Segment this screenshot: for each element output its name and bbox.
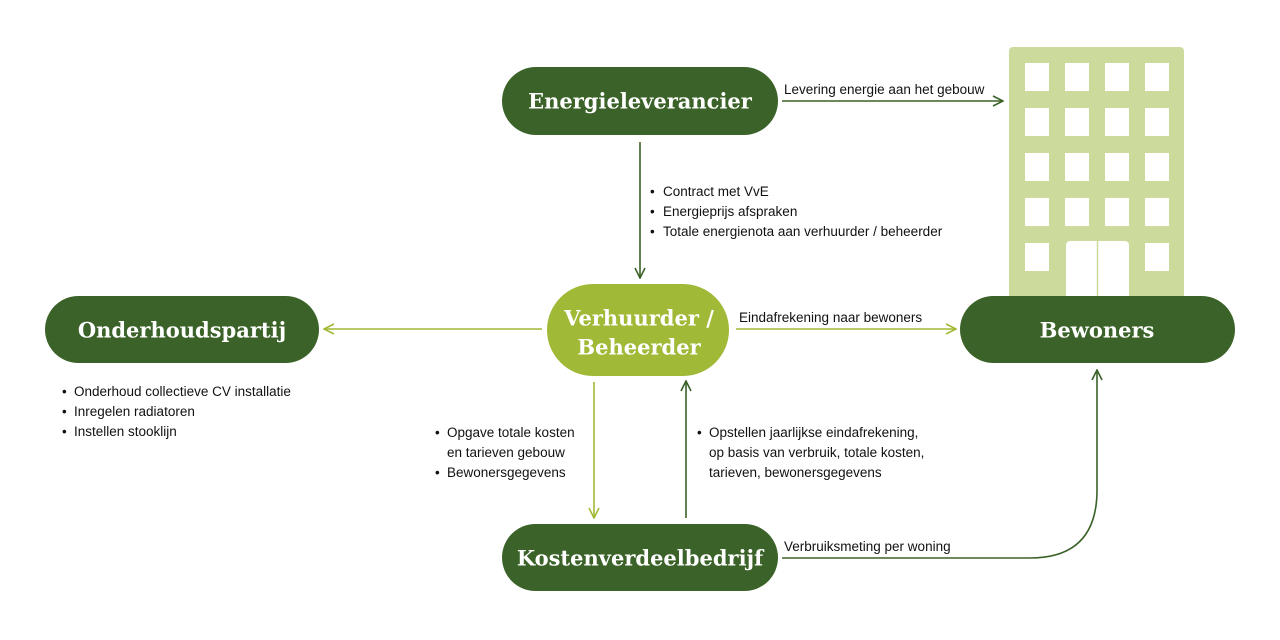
building-window — [1105, 108, 1129, 136]
building-window — [1145, 108, 1169, 136]
edge-label-levering: Levering energie aan het gebouw — [784, 82, 985, 97]
building-windows — [1025, 63, 1169, 271]
list-item: Energieprijs afspraken — [663, 204, 797, 219]
list-item: Instellen stooklijn — [74, 424, 177, 439]
node-energieleverancier-label: Energieleverancier — [528, 89, 753, 114]
list-item-bullet: • — [435, 425, 440, 440]
list-opstellen: • Opstellen jaarlijkse eindafrekening, o… — [697, 425, 924, 480]
list-item-bullet: • — [62, 384, 67, 399]
list-contract: • Contract met VvE • Energieprijs afspra… — [650, 184, 943, 239]
node-verhuurder-label-line1: Verhuurder / — [563, 306, 714, 331]
building-window — [1145, 243, 1169, 271]
list-onderhoud: • Onderhoud collectieve CV installatie •… — [62, 384, 291, 439]
node-onderhoudspartij-label: Onderhoudspartij — [78, 318, 286, 343]
list-item-bullet: • — [650, 184, 655, 199]
node-onderhoudspartij: Onderhoudspartij — [45, 296, 319, 363]
node-bewoners-shape — [960, 296, 1235, 363]
building-window — [1025, 198, 1049, 226]
building-window — [1105, 198, 1129, 226]
list-item: Contract met VvE — [663, 184, 769, 199]
building-window — [1065, 108, 1089, 136]
building-window — [1065, 153, 1089, 181]
building-window — [1025, 153, 1049, 181]
list-item: Bewonersgegevens — [447, 465, 566, 480]
building-window — [1025, 108, 1049, 136]
list-item: Totale energienota aan verhuurder / behe… — [663, 224, 943, 239]
list-item: Opstellen jaarlijkse eindafrekening, — [709, 425, 918, 440]
node-energieleverancier: Energieleverancier — [502, 67, 778, 135]
edge-label-eindafrekening: Eindafrekening naar bewoners — [739, 310, 922, 325]
node-kostenverdeelbedrijf-shape — [502, 524, 778, 591]
node-verhuurder: Verhuurder / Beheerder — [547, 284, 729, 376]
list-item-continuation: tarieven, bewonersgegevens — [709, 465, 882, 480]
node-bewoners-label: Bewoners — [1040, 318, 1155, 343]
edge-label-verbruiksmeting: Verbruiksmeting per woning — [784, 539, 951, 554]
list-item-bullet: • — [62, 424, 67, 439]
node-kostenverdeelbedrijf: Kostenverdeelbedrijf — [502, 524, 778, 591]
list-item-bullet: • — [650, 204, 655, 219]
building-window — [1145, 198, 1169, 226]
building-icon — [1009, 47, 1184, 303]
list-item: Inregelen radiatoren — [74, 404, 195, 419]
node-energieleverancier-shape — [502, 67, 778, 135]
list-item-continuation: op basis van verbruik, totale kosten, — [709, 445, 924, 460]
node-bewoners: Bewoners — [960, 296, 1235, 363]
list-item-bullet: • — [435, 465, 440, 480]
list-item-bullet: • — [62, 404, 67, 419]
building-window — [1025, 243, 1049, 271]
node-kostenverdeelbedrijf-label: Kostenverdeelbedrijf — [517, 546, 765, 571]
list-item-continuation: en tarieven gebouw — [447, 445, 565, 460]
list-item-bullet: • — [697, 425, 702, 440]
building-window — [1145, 63, 1169, 91]
node-verhuurder-shape — [547, 284, 729, 376]
list-item-bullet: • — [650, 224, 655, 239]
building-body — [1009, 47, 1184, 303]
connectors — [324, 101, 1097, 559]
list-item: Onderhoud collectieve CV installatie — [74, 384, 291, 399]
node-verhuurder-label-line2: Beheerder — [577, 335, 701, 360]
node-onderhoudspartij-shape — [45, 296, 319, 363]
building-window — [1025, 63, 1049, 91]
building-window — [1145, 153, 1169, 181]
building-window — [1105, 153, 1129, 181]
list-opgave: • Opgave totale kosten en tarieven gebou… — [435, 425, 575, 480]
building-window — [1105, 63, 1129, 91]
arrow-kostenverdeel-to-bewoners — [782, 370, 1097, 559]
list-item: Opgave totale kosten — [447, 425, 575, 440]
building-window — [1065, 63, 1089, 91]
building-window — [1065, 198, 1089, 226]
